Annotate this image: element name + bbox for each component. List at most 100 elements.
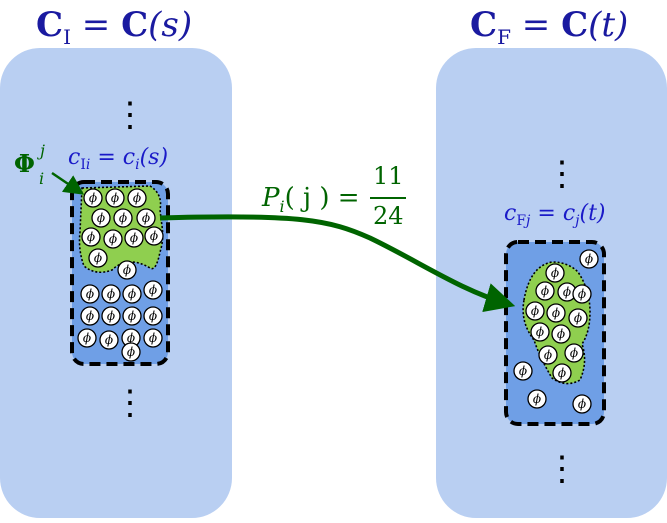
particle-circle: [101, 284, 121, 304]
particle-circle: [530, 322, 550, 342]
particle: ϕ: [122, 306, 142, 326]
phi-label: Φ: [14, 149, 35, 178]
particle-circle: [136, 208, 156, 228]
particle-circle: [552, 363, 572, 383]
particle-circle: [81, 227, 101, 247]
particle-circle: [579, 249, 599, 269]
particle: ϕ: [538, 345, 558, 365]
particle: ϕ: [105, 188, 125, 208]
particle-circle: [122, 306, 142, 326]
particle-circle: [91, 208, 111, 228]
particle-glyph: ϕ: [558, 366, 566, 380]
particle: ϕ: [80, 306, 100, 326]
particle-circle: [527, 389, 547, 409]
particle-circle: [538, 345, 558, 365]
particle-circle: [113, 208, 133, 228]
particle-glyph: ϕ: [128, 309, 136, 323]
particle-circle: [144, 226, 164, 246]
particle-circle: [124, 228, 144, 248]
particle: ϕ: [81, 227, 101, 247]
left-top-ellipsis: ⋮: [113, 95, 147, 135]
particle-glyph: ϕ: [149, 331, 157, 345]
particle-circle: [513, 361, 533, 381]
particle-glyph: ϕ: [536, 325, 544, 339]
particle-glyph: ϕ: [133, 191, 141, 205]
particle-circle: [545, 263, 565, 283]
particle: ϕ: [579, 249, 599, 269]
particle-glyph: ϕ: [127, 331, 135, 345]
particle: ϕ: [525, 301, 545, 321]
particle-glyph: ϕ: [119, 211, 127, 225]
particle-circle: [143, 306, 163, 326]
particle: ϕ: [88, 248, 108, 268]
right-top-ellipsis: ⋮: [545, 154, 579, 194]
particle: ϕ: [551, 324, 571, 344]
transition-arrow: [159, 214, 516, 313]
particle-circle: [99, 330, 119, 350]
particle-circle: [117, 260, 137, 280]
particle: ϕ: [101, 306, 121, 326]
particle-glyph: ϕ: [149, 283, 157, 297]
particle-glyph: ϕ: [87, 230, 95, 244]
particle-glyph: ϕ: [111, 191, 119, 205]
particle-circle: [127, 188, 147, 208]
particle-glyph: ϕ: [109, 232, 117, 246]
particle: ϕ: [103, 229, 123, 249]
particle-glyph: ϕ: [89, 191, 97, 205]
particle-glyph: ϕ: [94, 251, 102, 265]
particle-circle: [101, 306, 121, 326]
prob-numerator: 11: [373, 162, 404, 190]
particle-glyph: ϕ: [128, 287, 136, 301]
particle-glyph: ϕ: [150, 229, 158, 243]
particle: ϕ: [127, 188, 147, 208]
particle-circle: [122, 284, 142, 304]
phi-pointer-arrow: [51, 171, 85, 195]
particle: ϕ: [572, 284, 592, 304]
particle-glyph: ϕ: [86, 287, 94, 301]
particle: ϕ: [99, 330, 119, 350]
particle: ϕ: [124, 228, 144, 248]
particle-circle: [121, 342, 141, 362]
particle-glyph: ϕ: [563, 285, 571, 299]
particle-circle: [80, 306, 100, 326]
particle-glyph: ϕ: [86, 309, 94, 323]
particle-circle: [568, 308, 588, 328]
particle-glyph: ϕ: [123, 263, 131, 277]
particle-glyph: ϕ: [544, 348, 552, 362]
prob-label: Pi( j ) =: [261, 183, 360, 216]
phi-label-sup: j: [37, 141, 45, 160]
particle-glyph: ϕ: [541, 284, 549, 298]
particle: ϕ: [527, 389, 547, 409]
particle: ϕ: [546, 303, 566, 323]
left-title: CI = C(s): [36, 5, 192, 49]
phi-label-sub: i: [39, 169, 44, 188]
particle-glyph: ϕ: [127, 345, 135, 359]
particle: ϕ: [568, 308, 588, 328]
particle: ϕ: [564, 343, 584, 363]
particle: ϕ: [77, 328, 97, 348]
particle-glyph: ϕ: [533, 392, 541, 406]
right-title: CF = C(t): [470, 5, 628, 49]
particle: ϕ: [143, 328, 163, 348]
particle: ϕ: [80, 284, 100, 304]
particle: ϕ: [101, 284, 121, 304]
particle-circle: [143, 280, 163, 300]
particle-circle: [88, 248, 108, 268]
particle-glyph: ϕ: [107, 287, 115, 301]
particle: ϕ: [535, 281, 555, 301]
particle-circle: [143, 328, 163, 348]
particle-circle: [103, 229, 123, 249]
particle: ϕ: [113, 208, 133, 228]
particle-glyph: ϕ: [552, 306, 560, 320]
particle: ϕ: [117, 260, 137, 280]
right-cell-label: cFj = cj(t): [504, 201, 606, 229]
right-bottom-ellipsis: ⋮: [545, 449, 579, 489]
particle: ϕ: [572, 394, 592, 414]
particle-circle: [105, 188, 125, 208]
particle-circle: [535, 281, 555, 301]
left-cell-label: cIi = ci(s): [68, 145, 168, 173]
particle-glyph: ϕ: [130, 231, 138, 245]
